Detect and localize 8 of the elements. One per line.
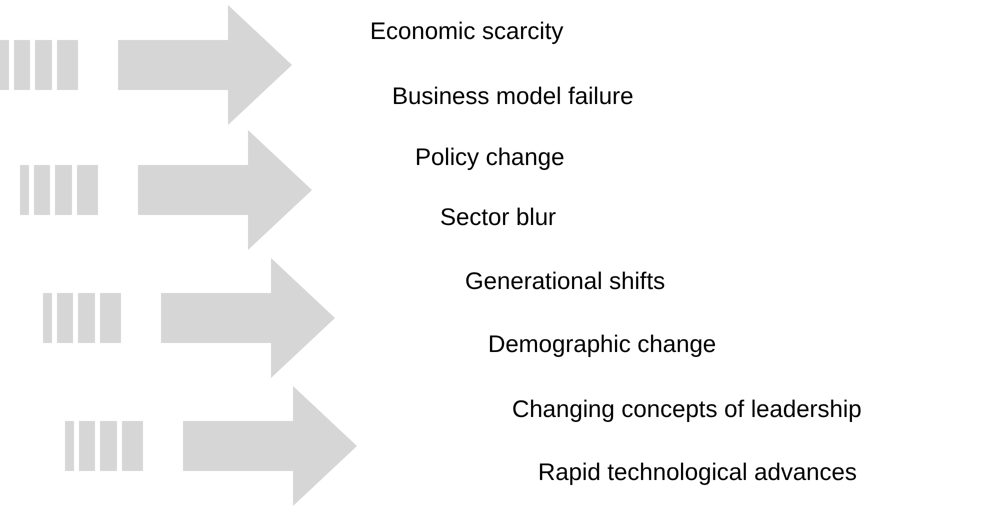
driver-label: Demographic change bbox=[488, 331, 716, 359]
driver-label: Sector blur bbox=[440, 204, 556, 232]
driver-label: Generational shifts bbox=[465, 268, 666, 296]
driver-label: Policy change bbox=[415, 144, 564, 172]
driver-label: Changing concepts of leadership bbox=[512, 396, 862, 424]
driver-label: Economic scarcity bbox=[370, 18, 564, 46]
driver-label: Rapid technological advances bbox=[538, 459, 857, 487]
driver-label: Business model failure bbox=[392, 83, 634, 111]
